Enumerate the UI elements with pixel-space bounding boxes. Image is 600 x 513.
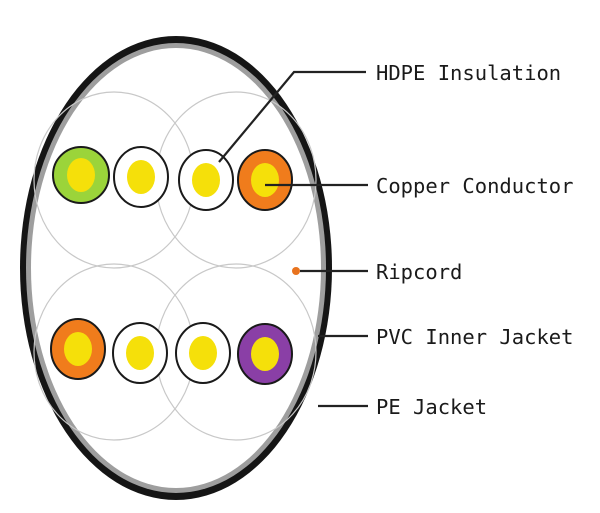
ripcord-dot xyxy=(292,267,300,275)
label-copper-conductor: Copper Conductor xyxy=(376,174,573,198)
label-pvc-inner-jacket: PVC Inner Jacket xyxy=(376,325,573,349)
wire-white-3 xyxy=(112,322,168,384)
wire-orange-1 xyxy=(237,149,293,211)
cable-interior xyxy=(31,48,321,488)
wire-white-1 xyxy=(113,146,169,208)
wire-purple xyxy=(237,323,293,385)
wire-orange-2 xyxy=(50,318,106,380)
wire-white-4 xyxy=(175,322,231,384)
wire-white-2 xyxy=(178,149,234,211)
label-pe-jacket: PE Jacket xyxy=(376,395,487,419)
leader-hdpe-insulation xyxy=(218,70,366,163)
wire-green xyxy=(52,146,110,204)
label-ripcord: Ripcord xyxy=(376,260,462,284)
label-hdpe-insulation: HDPE Insulation xyxy=(376,61,561,85)
